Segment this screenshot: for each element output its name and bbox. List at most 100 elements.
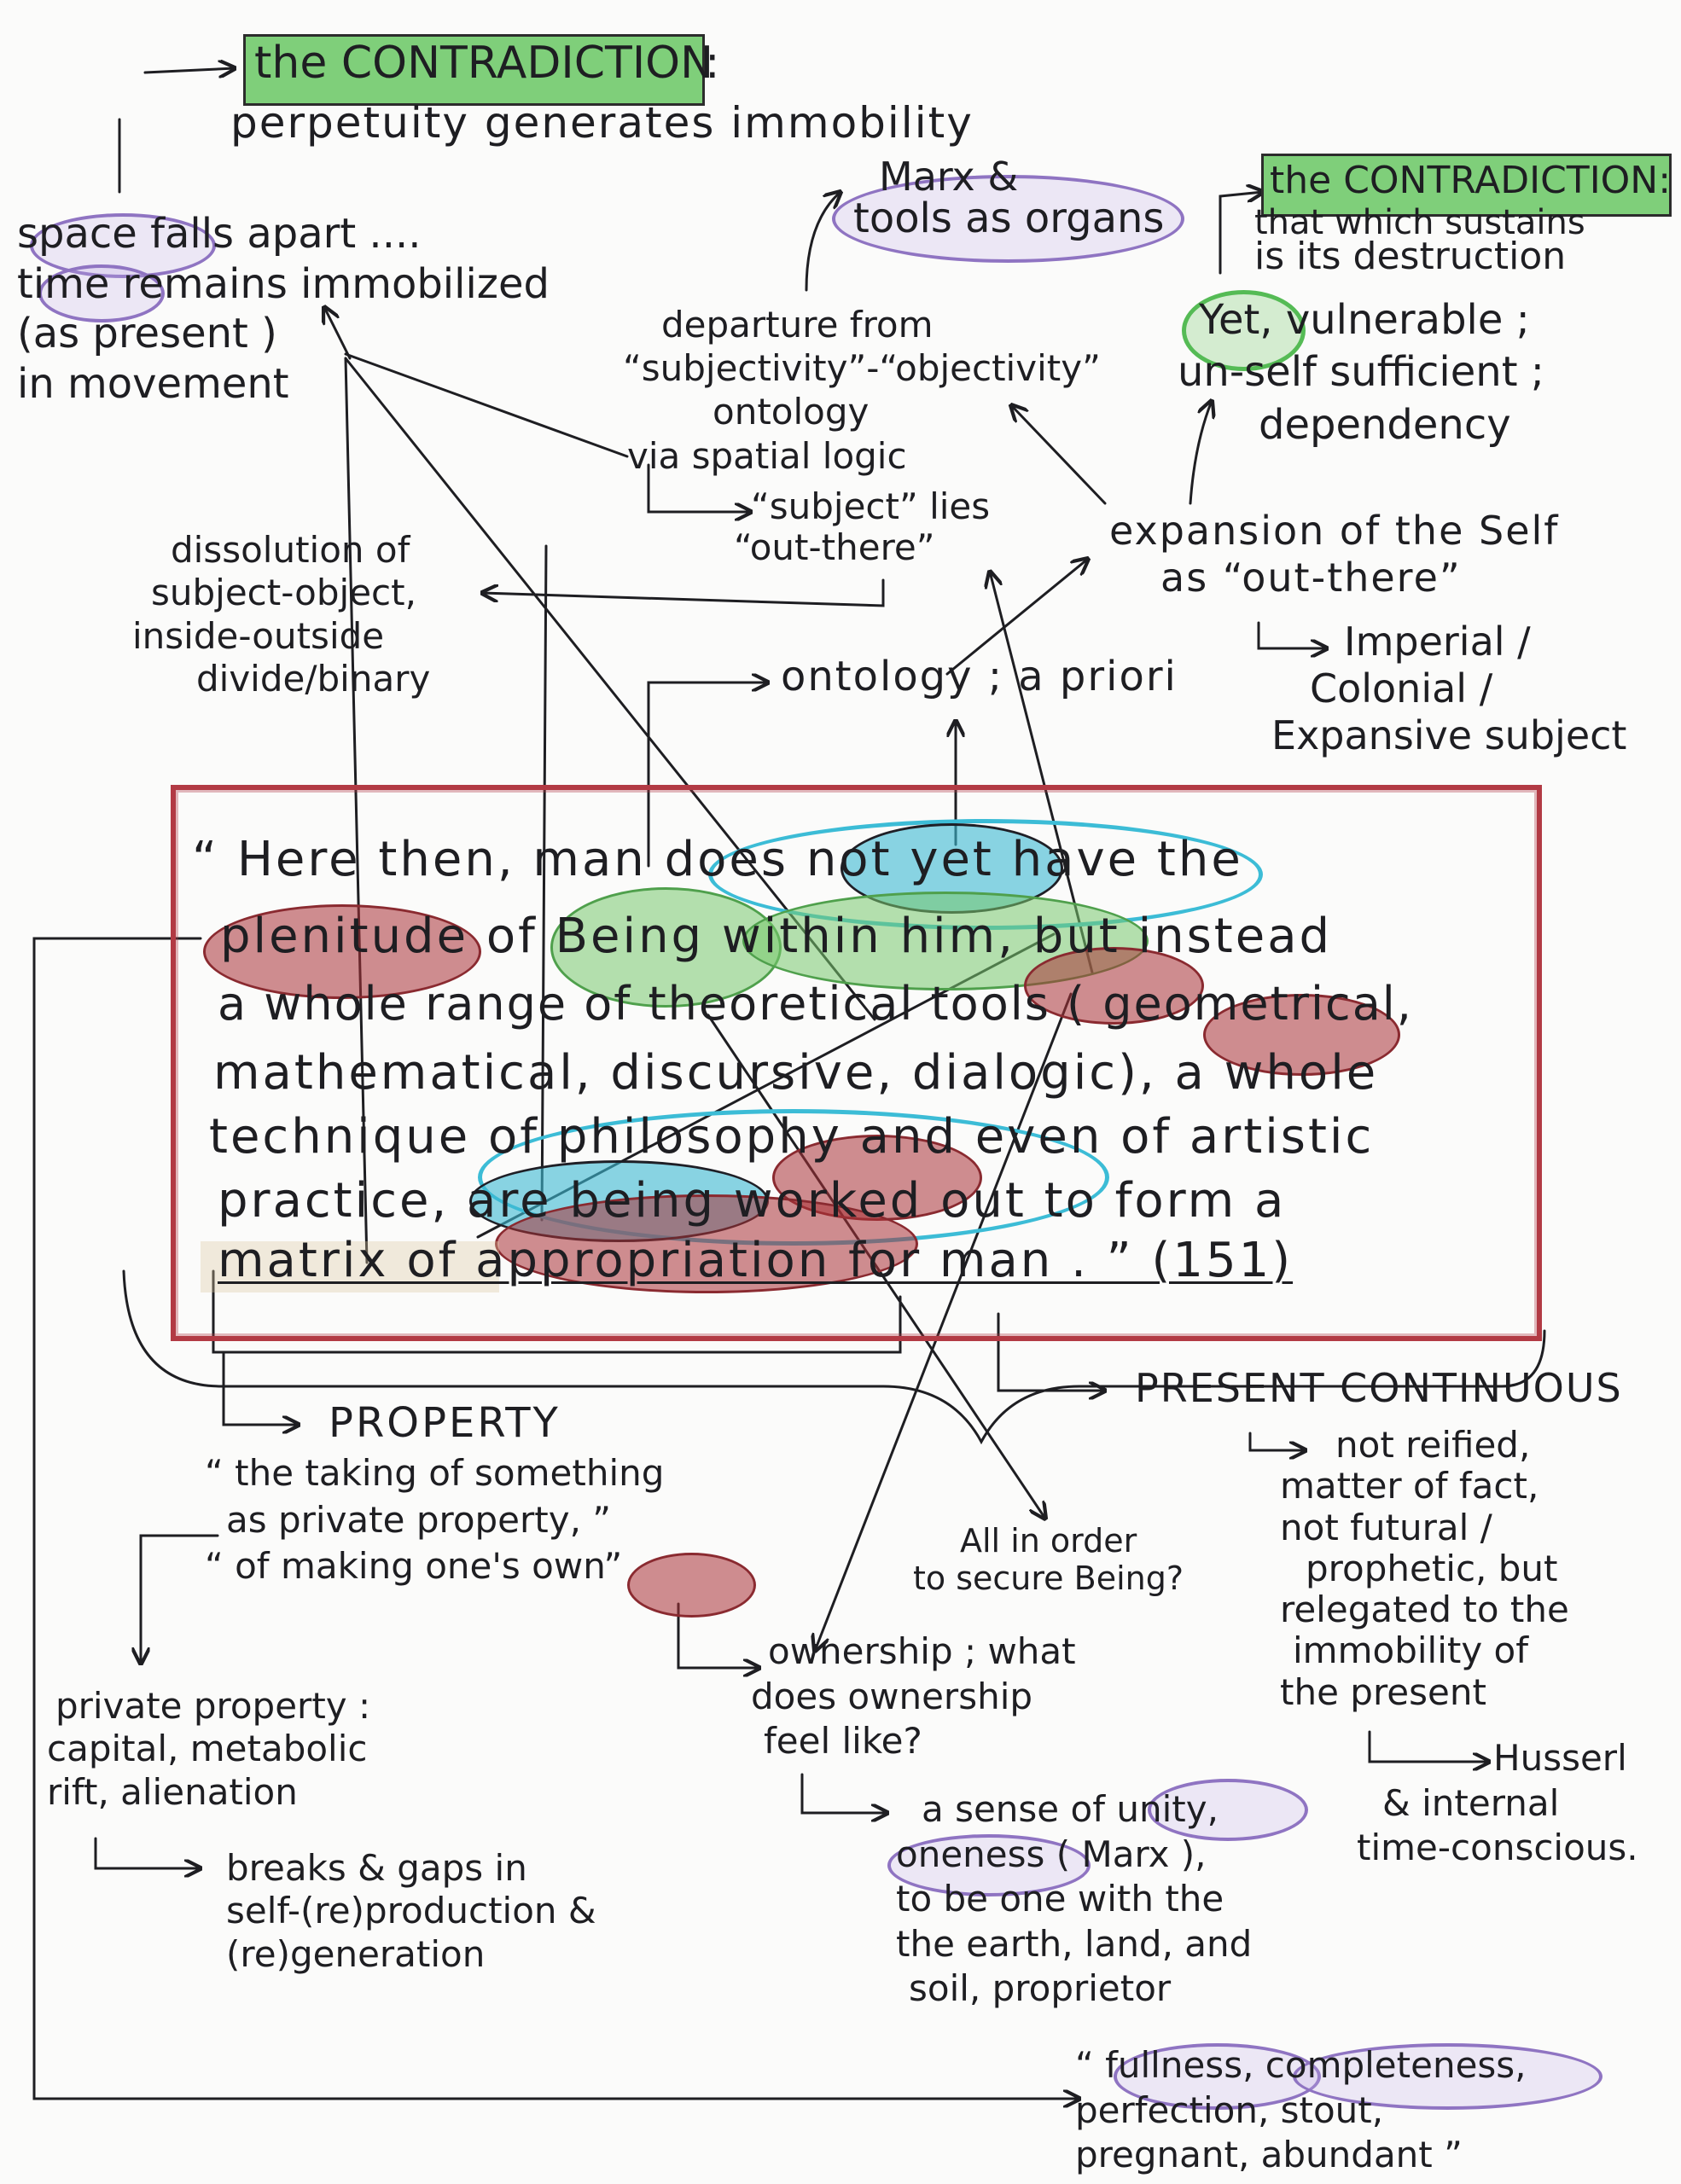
arrow-departure-to-marx xyxy=(805,192,840,292)
quote-line: a whole range of theoretical tools ( geo… xyxy=(218,977,1413,1031)
unity-circle xyxy=(1148,1779,1308,1841)
space-note-line: time remains immobilized xyxy=(17,259,550,308)
quote-line: matrix of appropriation for man . ” (151… xyxy=(218,1233,1294,1288)
arrow-to-unity xyxy=(800,1773,887,1813)
ownership-note: ownership ; what does ownership feel lik… xyxy=(751,1629,1076,1764)
yet-note-line: Yet, vulnerable ; xyxy=(1199,296,1530,344)
unity-note-line: the earth, land, and xyxy=(896,1922,1253,1965)
present-note-line: immobility of xyxy=(1293,1629,1529,1672)
fullness-note-line: “ fullness, completeness, xyxy=(1075,2044,1527,2086)
arrow-to-contradiction xyxy=(143,68,235,73)
tools-as-organs-circle xyxy=(832,175,1184,263)
space-note-line: space falls apart .... xyxy=(17,210,422,258)
quote-box xyxy=(171,785,1542,1341)
present-note-line: not reified, xyxy=(1335,1424,1531,1466)
departure-note: departure from “subjectivity”-“objectivi… xyxy=(623,303,1101,478)
departure-note-line: ontology xyxy=(713,391,870,433)
departure-note-line: “subjectivity”-“objectivity” xyxy=(623,347,1101,390)
ownership-note-line: feel like? xyxy=(764,1720,922,1762)
arrow-to-ontology xyxy=(647,682,768,868)
property-title: PROPERTY xyxy=(329,1399,561,1447)
yet-note: Yet, vulnerable ; un-self sufficient ; d… xyxy=(1178,294,1544,451)
present-note-line: prophetic, but xyxy=(1306,1547,1558,1589)
secure-note-line: All in order xyxy=(960,1522,1137,1560)
contradiction-colon: : xyxy=(705,38,720,89)
quote-bracket xyxy=(122,1269,1546,1445)
breaks-note-line: breaks & gaps in xyxy=(226,1847,527,1889)
imperial-note-line: Expansive subject xyxy=(1271,712,1627,759)
departure-note-line: departure from xyxy=(661,304,934,346)
space-note: space falls apart .... time remains immo… xyxy=(17,209,550,409)
arrow-ontology-to-expansion xyxy=(945,559,1088,676)
expansion-note-line: as “out-there” xyxy=(1160,555,1462,601)
property-note: “ the taking of something as private pro… xyxy=(205,1450,664,1590)
unity-note-line: soil, proprietor xyxy=(909,1967,1172,2009)
dissolution-note-line: dissolution of xyxy=(171,529,410,571)
arrow-own-to-ownership xyxy=(677,1602,759,1668)
plenitude-circle xyxy=(203,904,481,999)
line-quote-to-time-c xyxy=(540,544,548,1222)
line-quote-to-time-a xyxy=(344,357,369,1264)
contradiction-right-title: the CONTRADICTION: xyxy=(1270,159,1672,202)
quote-line: practice, are being worked out to form a xyxy=(218,1173,1287,1228)
arrow-to-time-note xyxy=(324,307,352,360)
ownership-note-line: ownership ; what xyxy=(768,1630,1076,1672)
imperial-note-line: Colonial / xyxy=(1310,665,1493,712)
arrow-to-property xyxy=(212,1269,902,1425)
present-note-line: matter of fact, xyxy=(1280,1465,1539,1507)
subject-note: “subject” lies “out-there” xyxy=(734,485,991,569)
breaks-note: breaks & gaps in self-(re)production & (… xyxy=(226,1847,596,1976)
quote-line: plenitude of Being within him, but inste… xyxy=(220,909,1333,964)
expansion-note: expansion of the Self as “out-there” xyxy=(1109,508,1559,601)
appropriation-circle xyxy=(495,1194,918,1293)
unity-note-line: oneness ( Marx ), xyxy=(896,1833,1207,1875)
being-circle xyxy=(550,887,782,1008)
husserl-note: Husserl & internal time-conscious. xyxy=(1357,1736,1638,1871)
ontology-note: ontology ; a priori xyxy=(781,653,1178,700)
matrix-highlight xyxy=(201,1241,499,1292)
space-note-line: in movement xyxy=(17,359,289,408)
secure-note-line: to secure Being? xyxy=(913,1559,1184,1597)
yet-note-line: un-self sufficient ; xyxy=(1178,348,1544,397)
time-circle xyxy=(38,264,165,322)
present-note: not reified, matter of fact, not futural… xyxy=(1280,1424,1569,1713)
space-note-line: (as present ) xyxy=(17,310,277,358)
private-note-line: capital, metabolic xyxy=(47,1728,368,1770)
subject-note-line: “subject” lies xyxy=(751,485,991,527)
arrow-expansion-to-departure xyxy=(1011,405,1107,505)
line-spatial-to-time xyxy=(344,352,629,458)
fullness-note-line: perfection, stout, xyxy=(1075,2088,1384,2131)
contradiction-title: the CONTRADICTION xyxy=(254,38,713,89)
arrow-to-private xyxy=(141,1534,219,1664)
oneness-circle xyxy=(887,1834,1091,1896)
arrow-to-imperial xyxy=(1257,621,1327,648)
own-circle xyxy=(627,1553,756,1618)
property-note-line: “ of making one's own” xyxy=(205,1545,623,1588)
line-contradiction-right xyxy=(1219,192,1263,275)
contradiction-right-line1: that which sustains xyxy=(1254,203,1585,242)
arrow-to-fullness xyxy=(32,937,1079,2099)
breaks-note-line: self-(re)production & xyxy=(226,1890,596,1932)
fullness-note: “ fullness, completeness, perfection, st… xyxy=(1075,2043,1527,2178)
marx-note-line1: Marx & xyxy=(879,154,1019,200)
quote-line: “ Here then, man does not yet have the xyxy=(192,832,1243,887)
contradiction-highlight xyxy=(243,34,705,106)
secure-note: All in order to secure Being? xyxy=(913,1522,1184,1597)
quote-line: mathematical, discursive, dialogic), a w… xyxy=(213,1045,1379,1101)
breaks-note-line: (re)generation xyxy=(226,1932,486,1975)
husserl-note-line: & internal xyxy=(1382,1781,1560,1824)
private-note-line: private property : xyxy=(55,1685,371,1727)
unity-note-line: to be one with the xyxy=(896,1878,1224,1920)
arrow-present-sub xyxy=(1248,1432,1306,1450)
completeness-circle xyxy=(1293,2043,1602,2110)
private-note: private property : capital, metabolic ri… xyxy=(47,1685,370,1814)
dissolution-note: dissolution of subject-object, inside-ou… xyxy=(132,529,430,701)
dissolution-note-line: subject-object, xyxy=(151,572,416,614)
imperial-note: Imperial / Colonial / Expansive subject xyxy=(1271,619,1626,760)
contradiction-subtitle: perpetuity generates immobility xyxy=(230,98,974,148)
husserl-note-line: time-conscious. xyxy=(1357,1827,1638,1868)
present-note-line: relegated to the xyxy=(1280,1589,1569,1631)
fullness-note-line: pregnant, abundant ” xyxy=(1075,2134,1463,2175)
expansion-note-line: expansion of the Self xyxy=(1109,508,1560,554)
unity-note-line: a sense of unity, xyxy=(922,1788,1219,1830)
